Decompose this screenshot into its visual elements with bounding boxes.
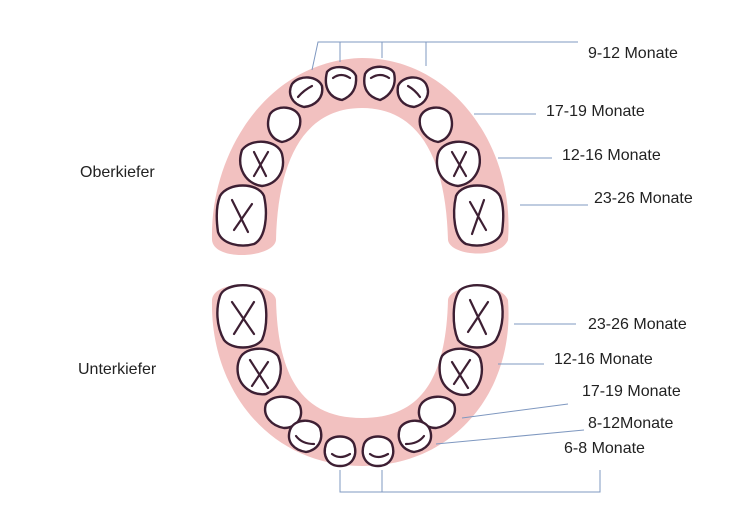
upper-central-incisor-left-mark — [331, 73, 352, 80]
lower-first-molar-right-mark — [450, 358, 472, 390]
lower-label-second-molar: 23-26 Monate — [588, 316, 687, 333]
upper-central-incisor-right — [363, 65, 396, 102]
lower-first-molar-right — [438, 347, 484, 397]
upper-label-second-molar: 23-26 Monate — [594, 190, 693, 207]
lower-central-incisor-right — [361, 435, 395, 468]
upper-label-first-molar: 12-16 Monate — [562, 147, 661, 164]
lower-lateral-incisor-left-mark — [294, 434, 316, 446]
upper-central-incisor-right-mark — [369, 73, 391, 80]
lower-lateral-incisor-right — [397, 419, 433, 454]
lower-first-molar-left — [236, 347, 282, 396]
lower-label-first-molar: 12-16 Monate — [554, 351, 653, 368]
upper-second-molar-left-mark — [230, 198, 254, 234]
upper-lateral-incisor-left — [288, 76, 324, 109]
lower-central-incisor-left-mark — [330, 452, 352, 459]
upper-first-molar-left-mark — [252, 150, 270, 178]
lower-first-molar-left-mark — [248, 358, 270, 390]
upper-label-canine: 17-19 Monate — [546, 103, 645, 120]
upper-canine-left — [266, 106, 302, 144]
lower-lateral-incisor-left — [287, 419, 323, 454]
lower-central-incisor-left — [323, 435, 357, 468]
upper-lateral-incisor-right-mark — [406, 84, 422, 99]
lower-second-molar-right-mark — [466, 298, 490, 336]
upper-central-incisor-left — [324, 65, 358, 102]
upper-canine-right — [418, 106, 454, 144]
lower-label-lateral-incisor: 8-12Monate — [588, 415, 673, 432]
upper-second-molar-right-mark — [468, 198, 488, 236]
upper-lateral-incisor-right — [396, 76, 430, 109]
upper-jaw — [211, 58, 509, 256]
lower-jaw — [211, 284, 509, 468]
lower-jaw-label: Unterkiefer — [78, 361, 157, 378]
leader-upper-incisors — [311, 41, 578, 71]
lower-second-molar-left-mark — [230, 300, 256, 336]
upper-lateral-incisor-left-mark — [296, 84, 314, 99]
upper-second-molar-left — [215, 184, 268, 247]
lower-lateral-incisor-right-mark — [404, 434, 426, 446]
lower-label-central-incisor: 6-8 Monate — [564, 440, 645, 457]
lower-central-incisor-right-mark — [368, 452, 390, 459]
leader-lines — [311, 41, 601, 493]
upper-jaw-label: Oberkiefer — [80, 164, 155, 181]
leader-lower-canine — [461, 403, 569, 419]
upper-first-molar-right-mark — [450, 150, 468, 178]
lower-label-canine: 17-19 Monate — [582, 383, 681, 400]
leader-lower-central-incisors — [339, 470, 601, 493]
leader-lower-lateral-incisor — [435, 429, 585, 445]
upper-label-incisors: 9-12 Monate — [588, 45, 678, 62]
